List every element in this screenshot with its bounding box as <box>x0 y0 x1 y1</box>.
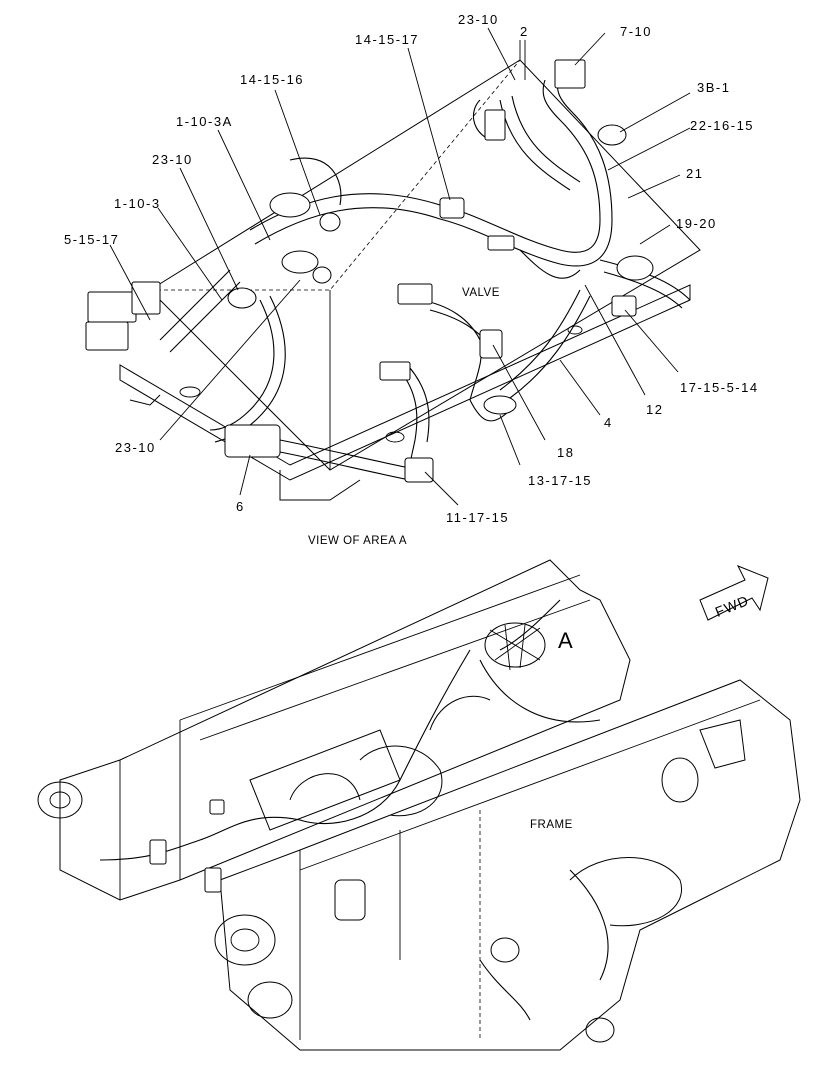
detail-view-area-a: 23-10 2 7-10 14-15-17 3B-1 14-15-16 22-1… <box>64 12 759 547</box>
callout-7-10: 7-10 <box>620 24 652 39</box>
callout-14-15-17: 14-15-17 <box>355 32 419 47</box>
view-caption: VIEW OF AREA A <box>308 535 407 547</box>
callout-23-10-left: 23-10 <box>152 152 193 167</box>
callout-23-10-top: 23-10 <box>458 12 499 27</box>
frame-left-rail <box>59 559 631 901</box>
clip-11-17-15 <box>404 457 434 483</box>
frame-rail-lower <box>119 284 691 481</box>
callout-1-10-3: 1-10-3 <box>114 196 161 211</box>
leader-lines <box>109 27 691 506</box>
fwd-arrow: FWD <box>699 565 769 621</box>
callout-11-17-15: 11-17-15 <box>446 510 509 525</box>
frame-right-rail <box>219 679 801 1051</box>
frame-harness <box>99 649 471 861</box>
connector-19-20 <box>616 255 654 281</box>
callout-6: 6 <box>236 499 245 514</box>
callout-19-20: 19-20 <box>676 216 717 231</box>
area-a-marker: A <box>558 628 573 653</box>
callout-13-17-15: 13-17-15 <box>528 473 592 488</box>
valve-block <box>149 59 701 471</box>
sensor-7-10 <box>484 59 586 141</box>
callout-5-15-17: 5-15-17 <box>64 232 119 247</box>
fitting-13-17-15 <box>483 395 517 415</box>
pressure-switch-14-15-16 <box>269 192 341 284</box>
callout-1-10-3a: 1-10-3A <box>176 114 233 129</box>
callout-14-15-16: 14-15-16 <box>240 72 304 87</box>
frame-overview: FWD A FRAME <box>37 559 801 1051</box>
callout-21: 21 <box>686 166 703 181</box>
valve-connector <box>379 235 515 381</box>
callout-22-16-15: 22-16-15 <box>690 118 754 133</box>
clip-18 <box>479 329 503 359</box>
connector-6 <box>224 424 281 458</box>
pin-boss-left <box>37 781 83 819</box>
callout-17-15-5-14: 17-15-5-14 <box>680 380 759 395</box>
callout-4: 4 <box>604 415 613 430</box>
callout-23-10-bottom: 23-10 <box>115 440 156 455</box>
callout-2: 2 <box>520 24 529 39</box>
frame-connectors <box>149 799 225 893</box>
valve-label: VALVE <box>462 287 500 299</box>
frame-label: FRAME <box>530 819 573 831</box>
callout-18: 18 <box>557 445 574 460</box>
area-a-harness-cluster <box>484 622 546 671</box>
connector-5-15-17 <box>85 281 161 351</box>
clip-14-15-17 <box>439 197 465 219</box>
callout-3b-1: 3B-1 <box>697 80 730 95</box>
fitting-1-10-3 <box>227 287 257 309</box>
pin-boss-front <box>214 914 276 966</box>
callout-12: 12 <box>646 402 663 417</box>
clip-17-15-5-14 <box>611 295 637 317</box>
sensor-3b-1 <box>597 124 627 146</box>
